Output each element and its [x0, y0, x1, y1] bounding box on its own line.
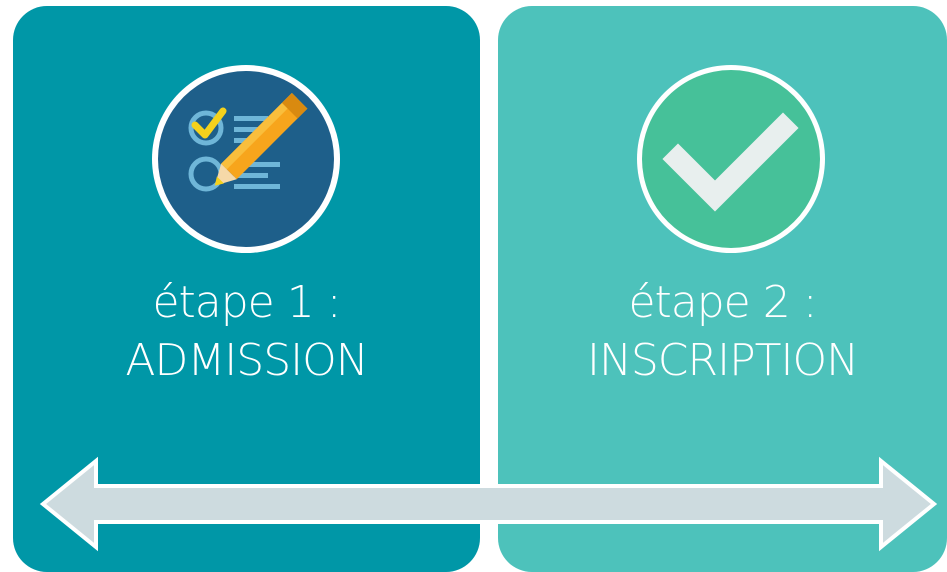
checkmark-icon	[633, 61, 829, 257]
step-2-number: étape 2 :	[628, 277, 817, 328]
step-1-title: ADMISSION	[125, 335, 368, 386]
checklist-pencil-icon	[148, 61, 344, 257]
step-2-label: étape 2 : INSCRIPTION	[498, 274, 947, 390]
step-2-title: INSCRIPTION	[586, 335, 859, 386]
step-1-panel: étape 1 : ADMISSION	[13, 6, 480, 572]
step-1-number: étape 1 :	[152, 277, 341, 328]
step-1-label: étape 1 : ADMISSION	[13, 274, 480, 390]
step-2-panel: étape 2 : INSCRIPTION	[498, 6, 947, 572]
